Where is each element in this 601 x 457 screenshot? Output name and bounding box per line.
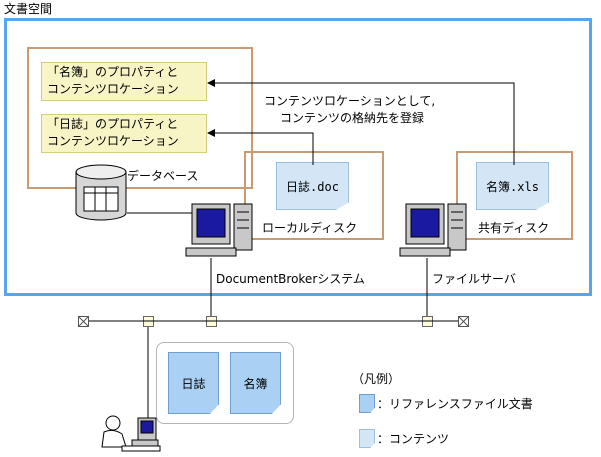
property-nisshi: 「日誌」のプロパティと コンテンツロケーション <box>41 114 207 153</box>
fileserver-icon <box>399 203 467 257</box>
property-nisshi-line1: 「日誌」のプロパティと <box>47 117 179 131</box>
legend-contents-text: ：コンテンツ <box>377 432 450 446</box>
database-label: データベース <box>127 169 199 183</box>
legend-contents-swatch <box>359 429 375 448</box>
local-disk-area <box>244 151 384 240</box>
content-meibo-xls-label: 名簿.xls <box>486 179 539 194</box>
shared-disk-label: 共有ディスク <box>478 221 550 235</box>
client-user-icon <box>101 415 161 452</box>
docbroker-server-icon <box>185 203 253 257</box>
annotation-line1: コンテンツロケーションとして, <box>264 94 436 108</box>
legend-title: （凡例） <box>352 372 401 386</box>
arrow-nisshi-location <box>207 129 314 165</box>
terminator-x-marks <box>78 316 469 327</box>
document-space-title: 文書空間 <box>4 2 53 16</box>
property-nisshi-line2: コンテンツロケーション <box>47 134 179 148</box>
annotation-line2: コンテンツの格納先を登録 <box>280 111 425 125</box>
database-area <box>27 47 253 189</box>
reference-doc-nisshi: 日誌 <box>168 352 219 414</box>
local-disk-label: ローカルディスク <box>262 221 358 235</box>
property-meibo: 「名簿」のプロパティと コンテンツロケーション <box>41 62 207 101</box>
content-nisshi-doc: 日誌.doc <box>276 162 349 210</box>
property-meibo-line2: コンテンツロケーション <box>47 82 179 96</box>
reference-doc-meibo-label: 名簿 <box>243 376 268 391</box>
docbroker-system-label: DocumentBrokerシステム <box>216 272 365 286</box>
reference-doc-nisshi-label: 日誌 <box>181 376 206 391</box>
database-icon <box>75 164 127 221</box>
legend-reference-text: ：リファレンスファイル文書 <box>377 397 533 411</box>
property-meibo-line1: 「名簿」のプロパティと <box>47 65 179 79</box>
reference-doc-meibo: 名簿 <box>230 352 281 414</box>
document-space-frame <box>4 18 592 296</box>
arrow-meibo-location <box>207 79 515 165</box>
content-nisshi-doc-label: 日誌.doc <box>286 179 339 194</box>
client-documents-area <box>156 342 294 424</box>
legend-reference-swatch <box>359 394 375 413</box>
content-meibo-xls: 名簿.xls <box>476 162 549 210</box>
fileserver-label: ファイルサーバ <box>432 272 516 286</box>
